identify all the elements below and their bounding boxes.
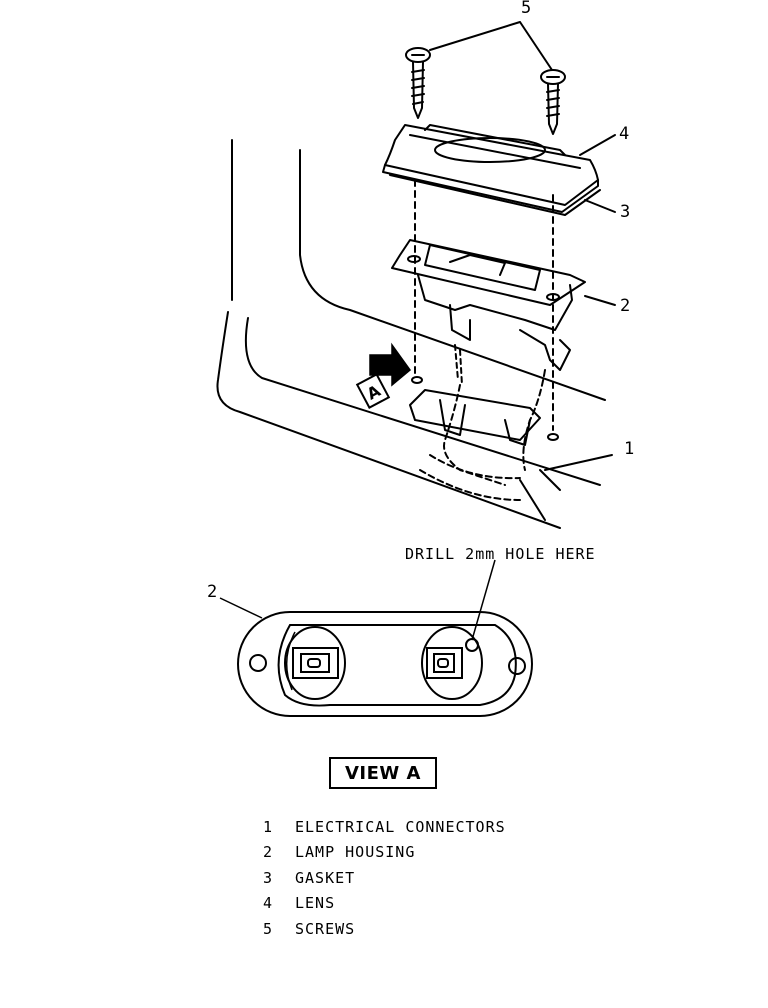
callout-1: 1 bbox=[624, 439, 635, 459]
lamp-housing bbox=[391, 239, 586, 386]
view-a-label-box: VIEW A bbox=[329, 757, 437, 789]
screw-right bbox=[540, 69, 566, 135]
lens bbox=[382, 124, 599, 213]
legend-number: 3 bbox=[263, 868, 274, 887]
connector-wires bbox=[443, 384, 506, 486]
callout-5: 5 bbox=[521, 0, 532, 18]
mounting-opening bbox=[409, 376, 559, 446]
legend-item: 1 ELECTRICAL CONNECTORS bbox=[263, 814, 506, 840]
legend-label: GASKET bbox=[295, 868, 356, 887]
lamp-housing-detail bbox=[219, 559, 533, 717]
view-a-label: VIEW A bbox=[345, 762, 421, 784]
gasket bbox=[389, 174, 601, 216]
legend-number: 1 bbox=[263, 817, 274, 836]
callout-3: 3 bbox=[620, 202, 631, 222]
legend-item: 3 GASKET bbox=[263, 865, 506, 891]
legend-item: 4 LENS bbox=[263, 891, 506, 917]
screw-left bbox=[405, 47, 431, 119]
alignment-lines bbox=[414, 179, 554, 431]
leader-2 bbox=[584, 295, 616, 306]
leader-4 bbox=[579, 134, 616, 156]
callout-2-view: 2 bbox=[207, 582, 218, 602]
legend-label: LENS bbox=[295, 894, 336, 913]
legend-label: SCREWS bbox=[295, 919, 356, 938]
leader-1 bbox=[544, 454, 613, 471]
legend-item: 5 SCREWS bbox=[263, 916, 506, 942]
legend-number: 5 bbox=[263, 919, 274, 938]
drill-hole-marker bbox=[465, 638, 479, 652]
callout-2: 2 bbox=[620, 296, 631, 316]
legend-number: 4 bbox=[263, 894, 274, 913]
legend-number: 2 bbox=[263, 843, 274, 862]
legend-label: ELECTRICAL CONNECTORS bbox=[295, 817, 506, 836]
legend-label: LAMP HOUSING bbox=[295, 843, 416, 862]
legend-item: 2 LAMP HOUSING bbox=[263, 840, 506, 866]
drill-note: DRILL 2mm HOLE HERE bbox=[405, 545, 596, 563]
parts-legend: 1 ELECTRICAL CONNECTORS 2 LAMP HOUSING 3 GA… bbox=[263, 814, 506, 942]
leader-5 bbox=[429, 21, 553, 71]
callout-4: 4 bbox=[619, 124, 630, 144]
view-a-arrow: A bbox=[355, 342, 412, 409]
leader-3 bbox=[584, 199, 616, 213]
